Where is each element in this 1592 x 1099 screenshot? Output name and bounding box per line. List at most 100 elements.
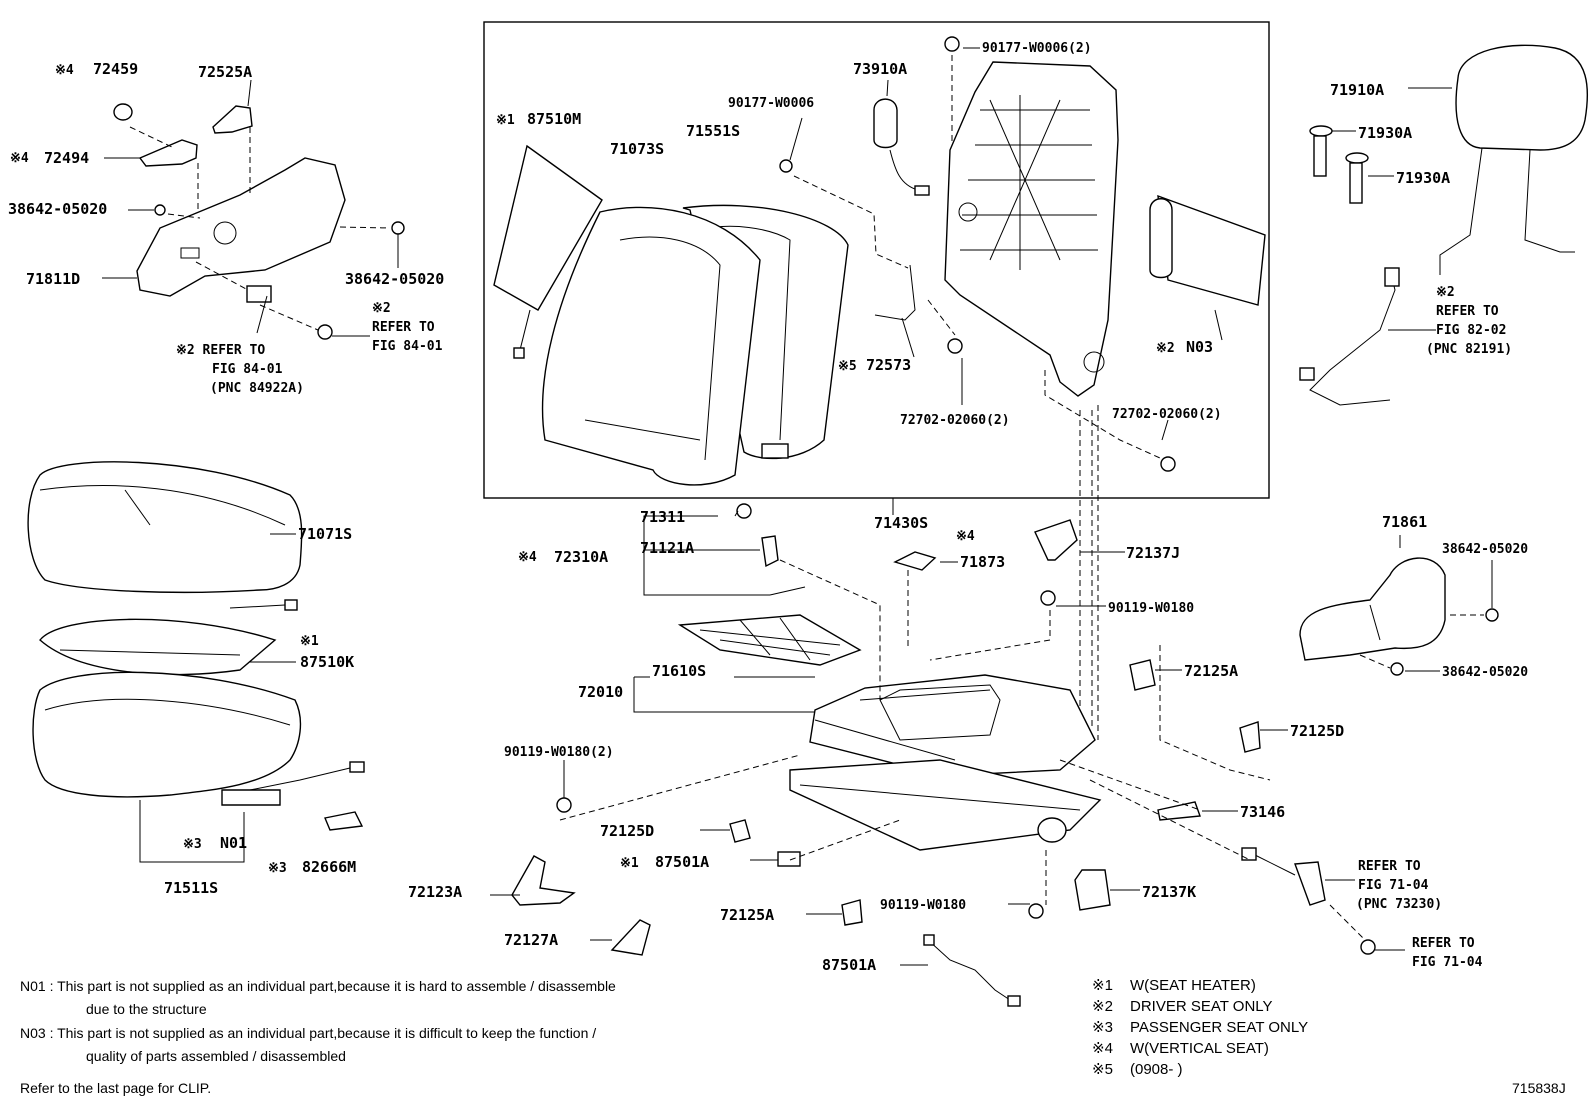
label-72459-mark: ※4 [55,63,74,78]
label-71910A: 71910A [1330,81,1384,99]
guide-71930A-icon [1309,125,1333,137]
side-cover-71861-icon [1299,557,1446,661]
nut-icon [736,503,752,519]
heater-pad-N03-icon [1157,194,1266,306]
seat-track-rail-icon [789,759,1102,851]
label-71610S: 71610S [652,662,706,680]
nut-icon [1360,939,1376,955]
screw-icon [1390,662,1404,676]
spring-71610S-icon [677,614,862,666]
label-72494-mark: ※4 [10,151,29,166]
ref-71-04-a-line2: FIG 71-04 [1358,878,1429,893]
label-71121A: 71121A [640,539,694,557]
wire-harness-icon [249,767,351,791]
label-71511S: 71511S [164,879,218,897]
label-87501A-a: 87501A [655,853,709,871]
label-N01-mark: ※3 [183,837,202,852]
ref-82-02-line3: (PNC 82191) [1426,342,1512,357]
ref-71-04-b-line1: REFER TO [1412,936,1475,951]
bolt-icon [1028,903,1044,919]
clip-72125D-icon [729,819,751,843]
label-71551S: 71551S [686,122,740,140]
seat-track-group [490,503,1405,1007]
label-72125A-b: 72125A [720,906,774,924]
switch-icon [246,285,272,303]
label-72125D-b: 72125D [600,822,654,840]
label-87510K: 87510K [300,653,354,671]
legend-1-mark: ※1 [1092,977,1113,994]
label-82666M-mark: ※3 [268,861,287,876]
label-72573-mark: ※5 [838,359,857,374]
ref-71-04-b-line2: FIG 71-04 [1412,955,1483,970]
recliner-hole-icon [213,221,237,245]
headrest-71910A-icon [1455,44,1589,151]
legend-4-mark: ※4 [1092,1040,1113,1057]
label-72137K: 72137K [1142,883,1196,901]
legend-3-mark: ※3 [1092,1019,1113,1036]
label-82666M: 82666M [302,858,356,876]
label-71930A-a: 71930A [1358,124,1412,142]
label-72494: 72494 [44,149,89,167]
recliner-cover-71811D-icon [136,157,346,297]
footnotes: N01 : This part is not supplied as an in… [20,978,616,1096]
label-71073S: 71073S [610,140,664,158]
seat-back-covers [493,144,849,486]
guide-71930A-icon [1345,152,1369,164]
bracket-72573-icon [874,264,916,321]
label-71311: 71311 [640,508,685,526]
seat-back-assembly-frame [483,21,1270,499]
clip-72125D-icon [1239,721,1261,753]
bolt-icon [317,324,333,340]
ref-84-01-a-line2: FIG 84-01 [212,362,283,377]
clip-72125A-icon [1129,659,1156,691]
label-72702-b: 72702-02060(2) [1112,407,1222,422]
label-N01: N01 [220,834,247,852]
part-labels: ※4 72459 72525A ※4 72494 38642-05020 386… [8,41,1528,974]
note-n01-line1: N01 : This part is not supplied as an in… [20,978,616,994]
connector-87501A-icon [777,851,801,867]
label-N03-mark: ※2 [1156,341,1175,356]
nut-icon [944,36,960,52]
bolt-icon [556,797,572,813]
label-72310A-mark: ※4 [518,550,537,565]
heater-pad-87510K-icon [39,618,277,676]
label-73910A: 73910A [853,60,907,78]
label-90177-W0006: 90177-W0006 [728,96,814,111]
label-71930A-b: 71930A [1396,169,1450,187]
seat-cushion-cover-71071S-icon [27,461,303,593]
label-87510K-mark: ※1 [300,634,319,649]
screw-icon [154,204,166,216]
label-87510M: 87510M [527,110,581,128]
label-72010: 72010 [578,683,623,701]
ref-84-01-a-line3: (PNC 84922A) [210,381,304,396]
label-90119-W0180-b: 90119-W0180 [880,898,966,913]
cover-72137K-icon [1074,869,1111,911]
lever-72494-icon [138,139,198,167]
ref-82-02-line2: FIG 82-02 [1436,323,1506,338]
ref-84-01-b-line1: REFER TO [372,320,435,335]
label-72573: 72573 [866,356,911,374]
legend-3-text: PASSENGER SEAT ONLY [1130,1019,1308,1036]
side-cover-group [1299,535,1499,676]
bolt-icon [1160,456,1176,472]
seat-frame-72010-icon [809,674,1096,776]
bolt-icon [947,338,963,354]
legend: ※1 W(SEAT HEATER) ※2 DRIVER SEAT ONLY ※3… [1092,977,1308,1078]
label-72459: 72459 [93,60,138,78]
label-72137J: 72137J [1126,544,1180,562]
label-71430S: 71430S [874,514,928,532]
label-72123A: 72123A [408,883,462,901]
label-72702-a: 72702-02060(2) [900,413,1010,428]
label-87501A-b: 87501A [822,956,876,974]
note-n01-line2: due to the structure [86,1001,207,1017]
nut-icon [779,159,793,173]
recliner-cover-group [102,79,405,340]
label-87501A-a-mark: ※1 [620,856,639,871]
seat-cushion-group [27,461,365,863]
label-71873: 71873 [960,553,1005,571]
label-71811D: 71811D [26,270,80,288]
legend-4-text: W(VERTICAL SEAT) [1130,1040,1269,1057]
label-71071S: 71071S [298,525,352,543]
label-38642-05020-c: 38642-05020 [1442,542,1528,557]
